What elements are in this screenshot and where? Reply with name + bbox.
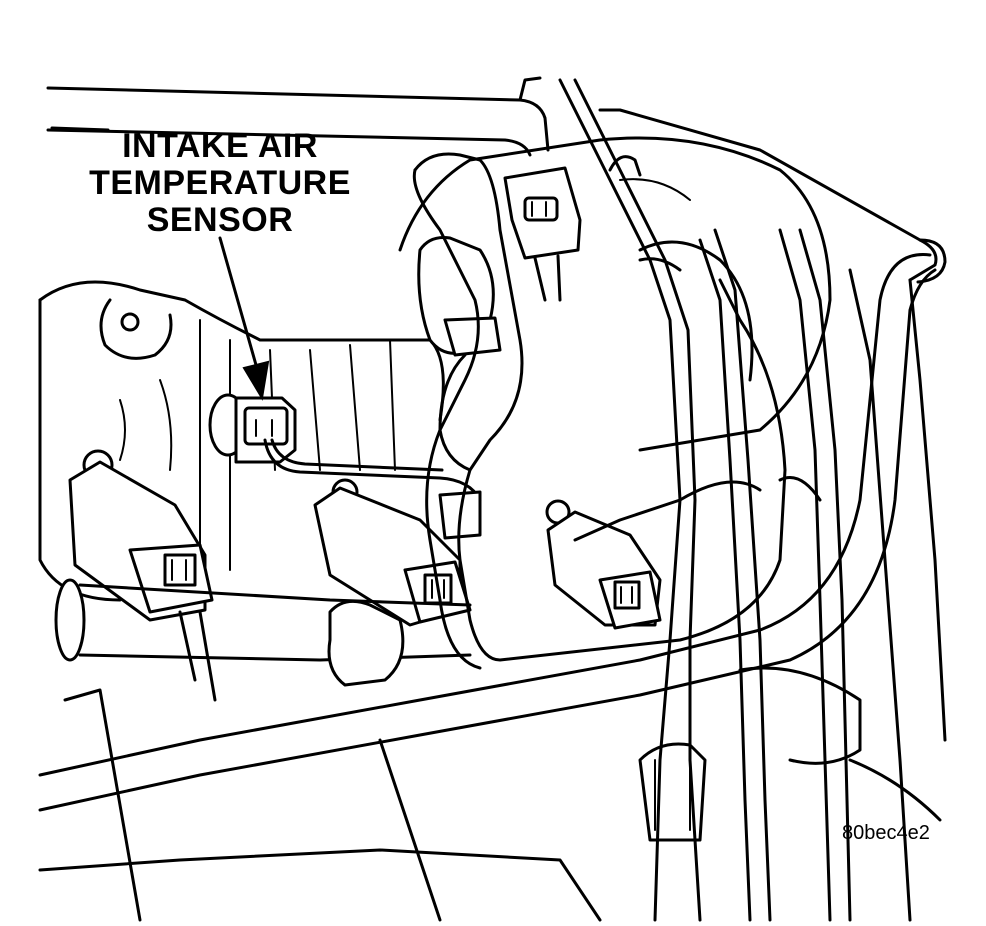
fuel-injector-2 <box>313 478 482 627</box>
fuel-injector-1 <box>68 449 217 702</box>
lower-engine-block <box>38 666 942 922</box>
callout-line-1: INTAKE AIR <box>122 127 318 165</box>
lower-hose <box>38 238 947 812</box>
fuel-rail <box>54 578 472 687</box>
callout-arrow <box>218 236 270 401</box>
figure-reference-code: 80bec4e2 <box>842 822 930 844</box>
hose-bundle <box>558 78 947 922</box>
callout-line-2: TEMPERATURE <box>89 164 351 202</box>
fuel-injector-3 <box>545 499 662 630</box>
iat-sensor-callout-label: INTAKE AIR TEMPERATURE SENSOR <box>60 128 380 239</box>
iat-sensor <box>208 393 482 502</box>
throttle-connector <box>417 166 582 472</box>
front-vacuum-hose <box>412 152 787 670</box>
callout-line-3: SENSOR <box>146 201 294 239</box>
